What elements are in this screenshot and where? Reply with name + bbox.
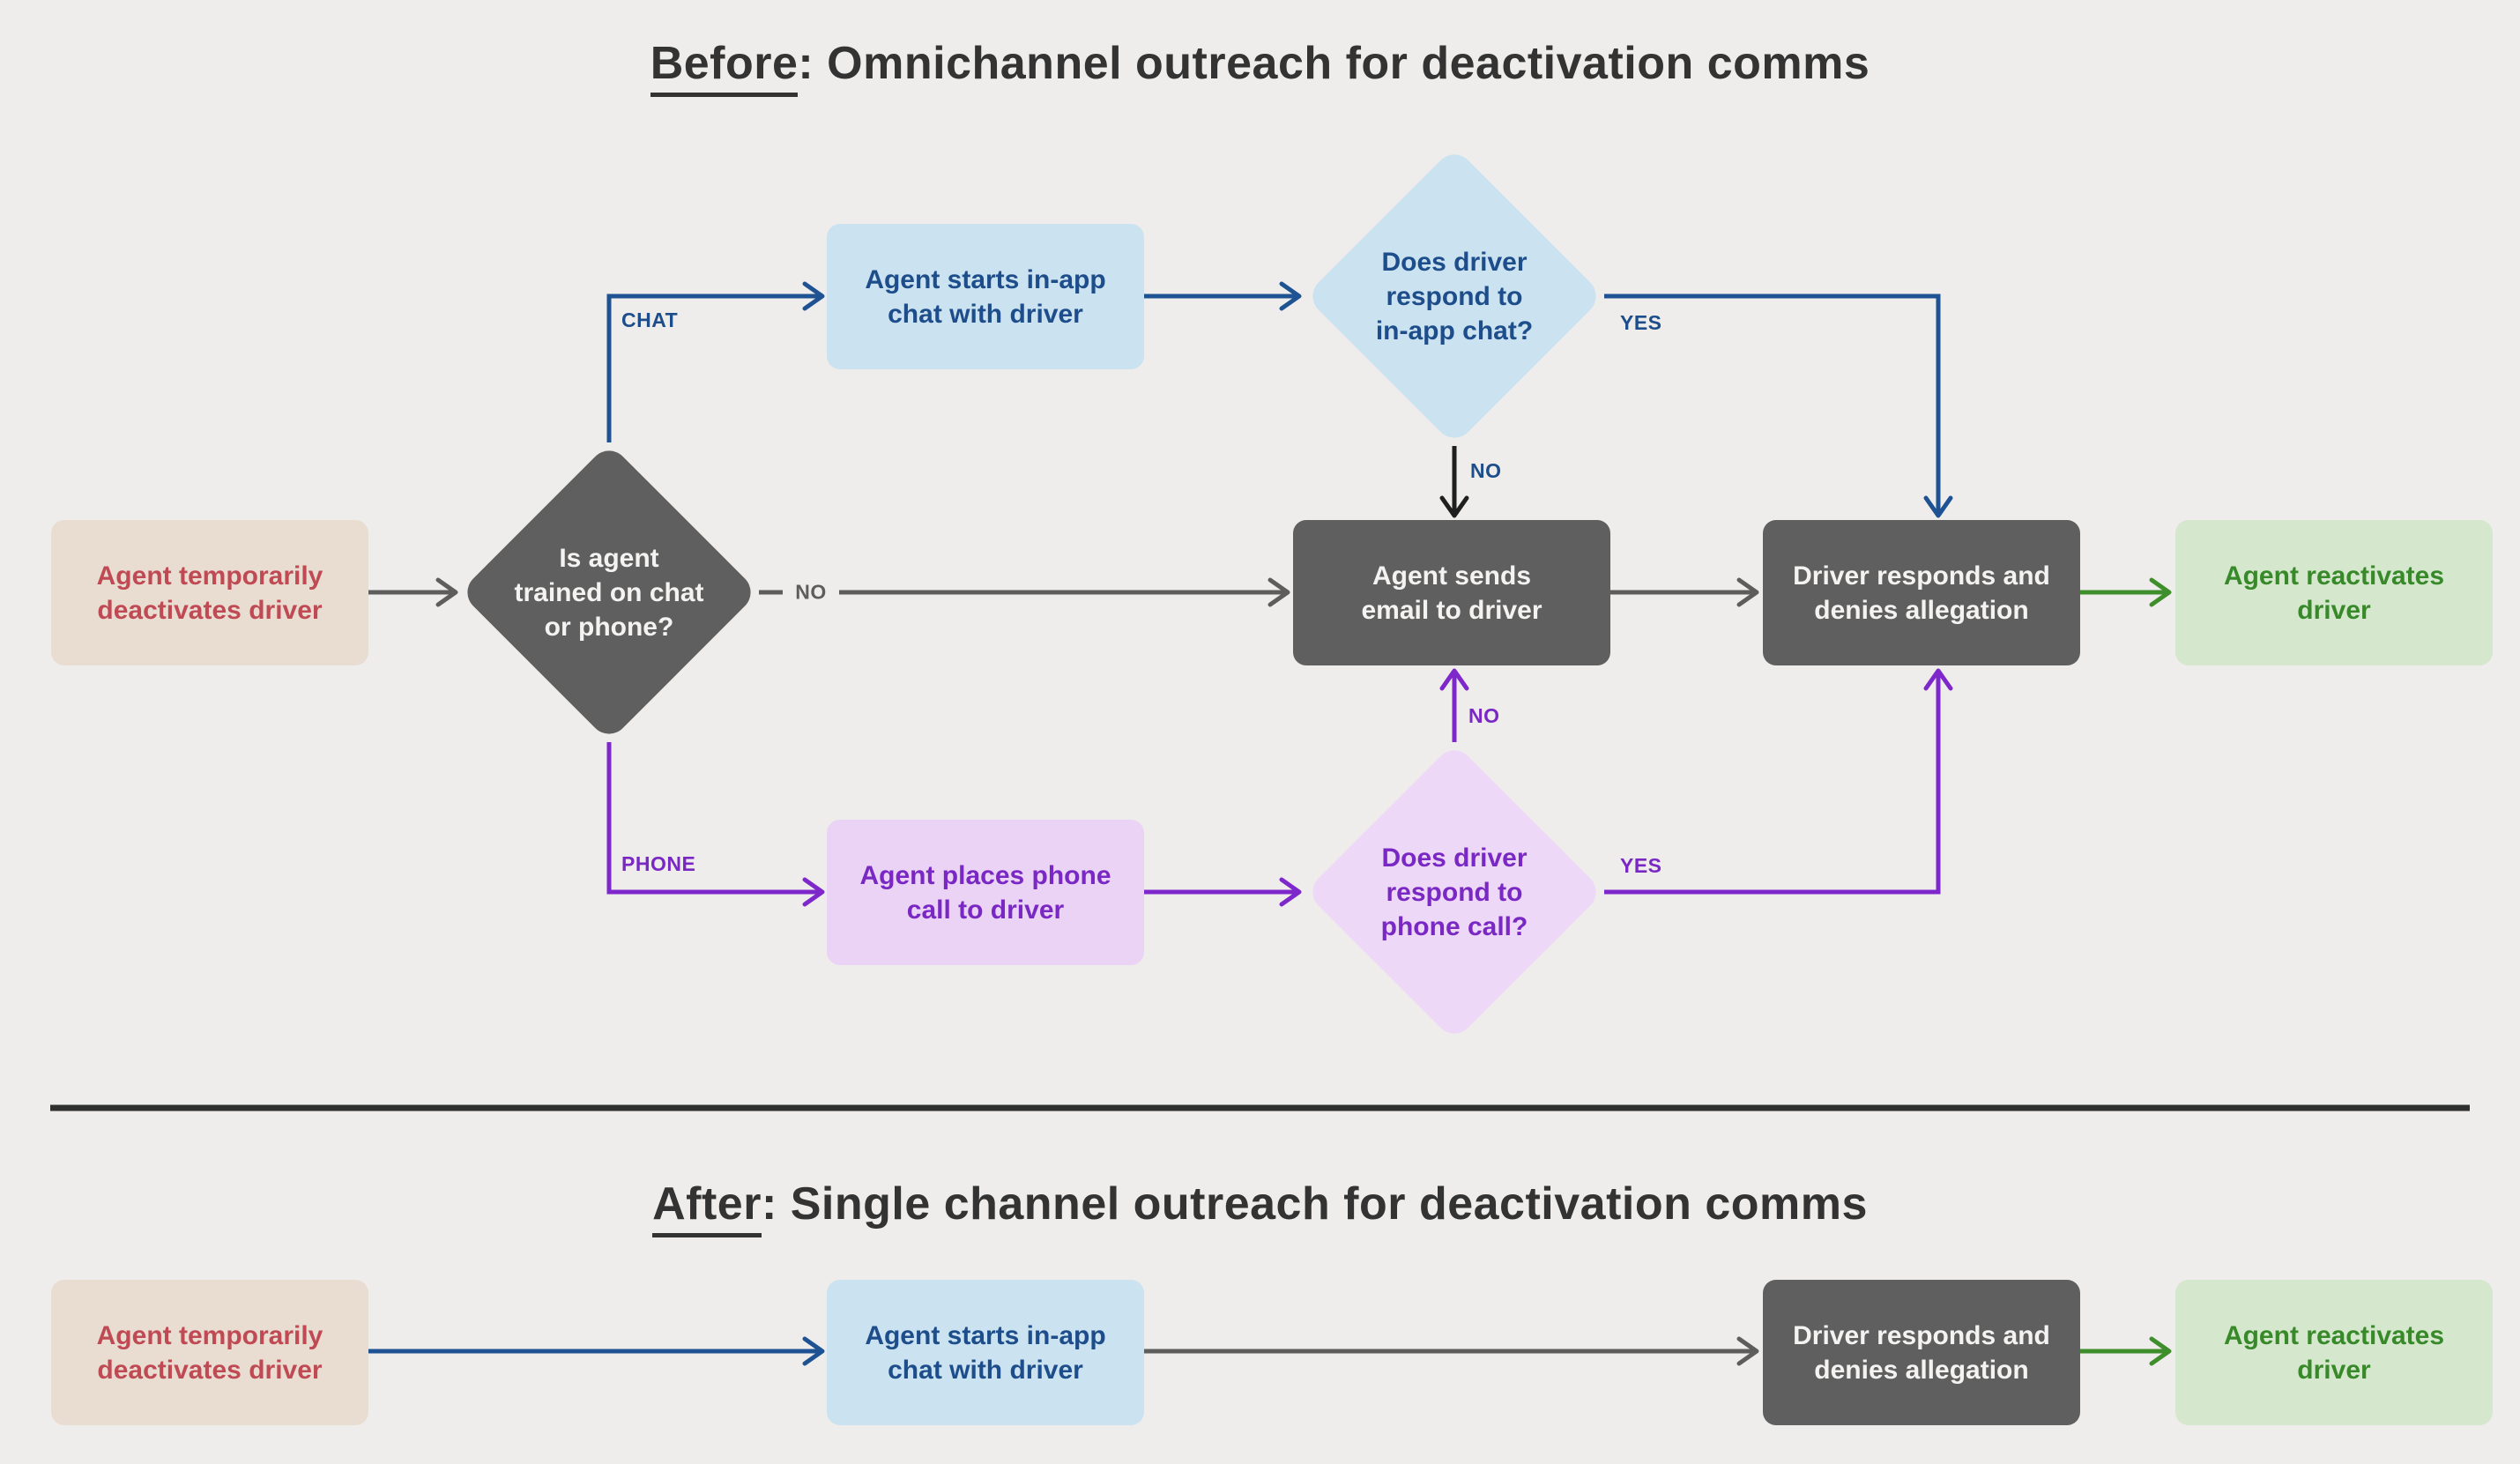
node-agent-reactivates-driver: Agent reactivates driver [2175,520,2493,665]
node-driver-denies-allegation-label: Driver responds and denies allegation [1793,561,2050,625]
arrow-phone-branch [606,742,825,907]
after-node-agent-deactivates-driver-label: Agent temporarily deactivates driver [96,1320,323,1385]
after-node-agent-starts-chat: Agent starts in-app chat with driver [827,1280,1144,1425]
edge-label-chat: CHAT [621,308,679,331]
decision-agent-trained-label: Is agent trained on chat or phone? [514,543,704,642]
after-node-agent-reactivates-driver: Agent reactivates driver [2175,1280,2493,1425]
edge-label-chat-yes: YES [1620,311,1662,334]
decision-driver-responds-phone-label: Does driver respond to phone call? [1380,843,1528,941]
node-agent-starts-chat: Agent starts in-app chat with driver [827,224,1144,369]
node-agent-deactivates-driver-label: Agent temporarily deactivates driver [96,561,323,625]
after-title: After: Single channel outreach for deact… [0,1178,2520,1237]
after-title-keyword: After [652,1178,762,1237]
edge-label-phone-no: NO [1468,704,1500,727]
node-agent-starts-chat-label: Agent starts in-app chat with driver [865,264,1106,329]
arrow-chat-branch [606,281,825,442]
after-title-rest: : Single channel outreach for deactivati… [761,1178,1868,1230]
before-title-rest: : Omnichannel outreach for deactivation … [798,38,1870,89]
before-title-keyword: Before [650,38,799,97]
node-agent-deactivates-driver: Agent temporarily deactivates driver [51,520,368,665]
edge-label-channel-no: NO [795,580,827,604]
edge-label-phone: PHONE [621,852,696,875]
arrow-phone-yes-to-driver-responds [1604,668,1953,895]
edge-label-phone-yes: YES [1620,854,1662,877]
after-node-driver-denies-allegation: Driver responds and denies allegation [1763,1280,2080,1425]
after-node-driver-denies-allegation-label: Driver responds and denies allegation [1793,1320,2050,1385]
node-driver-denies-allegation: Driver responds and denies allegation [1763,520,2080,665]
node-agent-sends-email-label: Agent sends email to driver [1361,561,1542,625]
after-node-agent-deactivates-driver: Agent temporarily deactivates driver [51,1280,368,1425]
after-node-agent-starts-chat-label: Agent starts in-app chat with driver [865,1320,1106,1385]
edge-label-chat-no: NO [1470,459,1502,482]
node-agent-places-call: Agent places phone call to driver [827,820,1144,965]
decision-driver-responds-chat-label: Does driver respond to in-app chat? [1375,247,1534,346]
node-agent-reactivates-driver-label: Agent reactivates driver [2223,561,2445,625]
arrow-chat-yes-to-driver-responds [1604,294,1953,518]
node-agent-sends-email: Agent sends email to driver [1293,520,1610,665]
node-agent-places-call-label: Agent places phone call to driver [859,860,1111,925]
before-title: Before: Omnichannel outreach for deactiv… [0,37,2520,97]
after-node-agent-reactivates-driver-label: Agent reactivates driver [2223,1320,2445,1385]
